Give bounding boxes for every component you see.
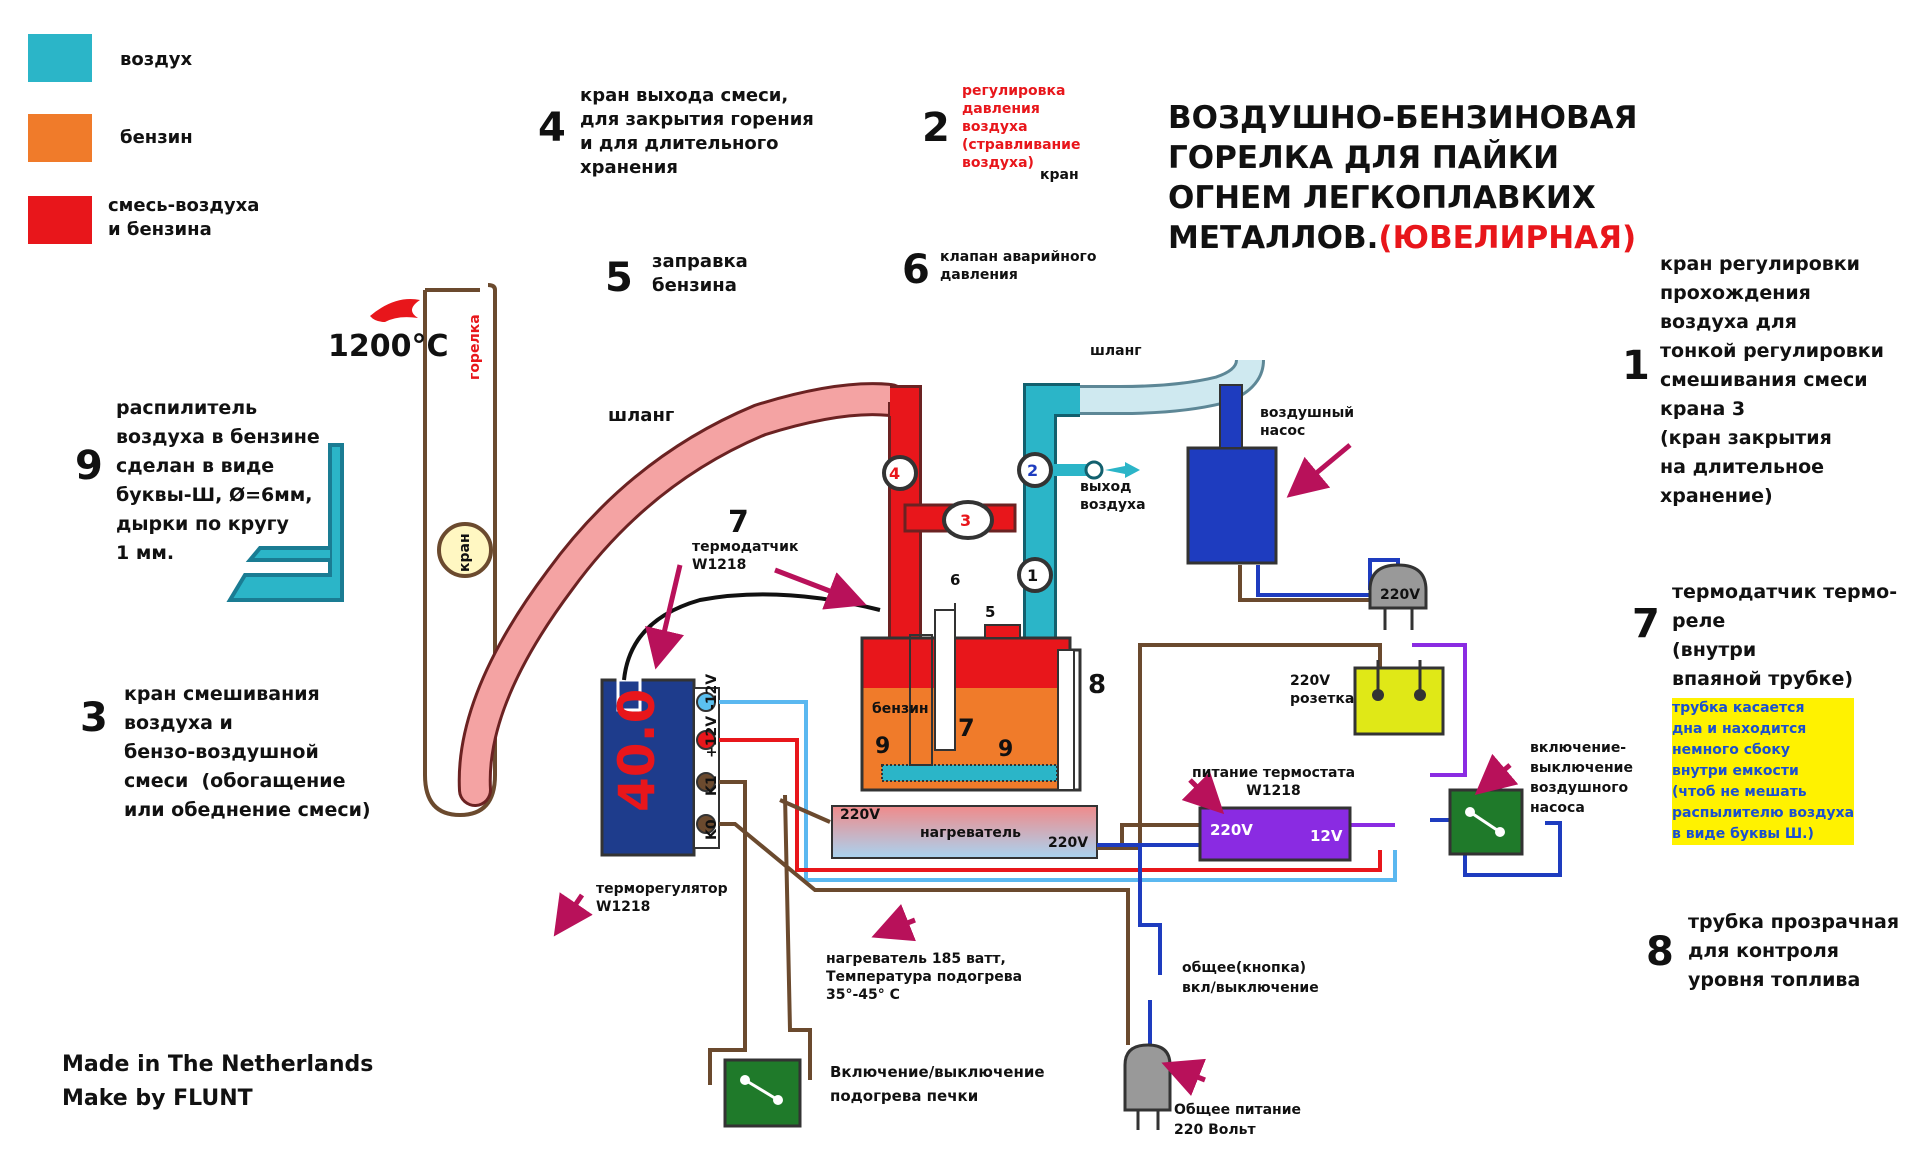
common-button-label: общее(кнопка) вкл/выключение: [1182, 960, 1319, 996]
note-2-tail: кран: [1040, 167, 1079, 183]
psu-220v: 220V: [1210, 821, 1253, 839]
credit-line-2: Make by FLUNT: [62, 1086, 253, 1111]
thermoregulator-label: терморегулятор W1218: [596, 881, 728, 915]
terminal-minus-12v: -12V: [704, 673, 720, 710]
tank-label-8: 8: [1088, 670, 1107, 700]
pointer-arrows: [553, 443, 1519, 1096]
temp-label: 1200°C: [328, 329, 449, 364]
title-line-3: ОГНЕМ ЛЕГКОПЛАВКИХ: [1168, 180, 1596, 216]
credit-line-1: Made in The Netherlands: [62, 1052, 374, 1077]
psu-label: питание термостата W1218: [1192, 765, 1356, 799]
page-title: ВОЗДУШНО-БЕНЗИНОВАЯ ГОРЕЛКА ДЛЯ ПАЙКИ ОГ…: [1168, 98, 1637, 258]
pump-switch-icon: [1448, 788, 1524, 856]
note-6-text: клапан аварийного давления: [940, 249, 1097, 283]
tank-label-7: 7: [958, 714, 975, 742]
terminal-k1: K1: [704, 775, 720, 796]
socket-label: 220V розетка: [1290, 673, 1355, 707]
terminal-plus-12v: +12V: [704, 715, 720, 758]
terminal-k0: K0: [704, 819, 720, 840]
valve-4-label: 4: [889, 464, 901, 483]
main-power-label: Общее питание 220 Вольт: [1174, 1102, 1302, 1138]
valve-1-label: 1: [1027, 566, 1039, 585]
sensor-number: 7: [728, 505, 749, 540]
tank-label-5: 5: [985, 603, 996, 621]
note-2-number: 2: [922, 105, 950, 151]
air-out-label: выход воздуха: [1080, 479, 1146, 513]
note-7-highlight: трубка касается дна и находится немного …: [1672, 698, 1855, 845]
burner-tube: [423, 283, 497, 818]
air-pump-label: воздушный насос: [1260, 405, 1355, 439]
hose-left-label: шланг: [608, 405, 675, 426]
valve-2-label: 2: [1027, 461, 1039, 480]
psu-box: [1198, 806, 1352, 862]
note-8-number: 8: [1646, 929, 1674, 975]
note-1-text: кран регулировки прохождения воздуха для…: [1660, 253, 1884, 507]
air-diffuser-shape: [226, 443, 344, 602]
note-7-text: термодатчик термо- реле (внутри впаяной …: [1672, 581, 1898, 690]
tank-label-9b: 9: [998, 737, 1014, 762]
psu-12v: 12V: [1310, 827, 1343, 845]
thermoregulator-body: [600, 678, 720, 857]
valve-3-label: 3: [960, 511, 972, 530]
valve-3: [942, 500, 994, 540]
oven-switch-icon: [723, 1058, 802, 1128]
title-line-1: ВОЗДУШНО-БЕНЗИНОВАЯ: [1168, 100, 1638, 136]
legend-swatch-air: [28, 34, 92, 82]
tank-label-6: 6: [950, 571, 961, 589]
note-7-number: 7: [1632, 601, 1660, 647]
plug-icon: [1368, 563, 1428, 630]
oven-switch-label: Включение/выключение подогрева печки: [830, 1063, 1045, 1105]
title-line-4-main: МЕТАЛЛОВ.: [1168, 220, 1379, 256]
valve-2: [1017, 452, 1053, 488]
note-2-text: регулировка давления воздуха (стравливан…: [962, 83, 1081, 171]
legend-swatch-petrol: [28, 114, 92, 162]
air-out-arrow-icon: [1105, 462, 1140, 478]
heater-label: нагреватель: [920, 825, 1021, 841]
note-3-number: 3: [80, 695, 108, 741]
legend-label-mixture: смесь-воздуха и бензина: [108, 195, 260, 240]
main-plug-icon: [1123, 1043, 1172, 1130]
note-9-number: 9: [75, 443, 103, 489]
sensor-label: термодатчик W1218: [692, 539, 799, 573]
pump-switch-label: включение- выключение воздушного насоса: [1530, 740, 1633, 816]
regulator-display: 40.0: [608, 688, 666, 812]
socket-icon: [1353, 660, 1445, 736]
note-5-text: заправка бензина: [652, 251, 748, 296]
note-9-text: распилитель воздуха в бензине сделан в в…: [116, 397, 320, 564]
legend-label-air: воздух: [120, 49, 193, 70]
title-line-4: МЕТАЛЛОВ.(ЮВЕЛИРНАЯ): [1168, 218, 1637, 258]
heater: [831, 805, 1098, 859]
note-3-text: кран смешивания воздуха и бензо-воздушно…: [124, 683, 371, 821]
note-4-text: кран выхода смеси, для закрытия горения …: [580, 85, 814, 178]
heater-info-label: нагреватель 185 ватт, Температура подогр…: [826, 951, 1023, 1003]
note-5-number: 5: [605, 255, 633, 301]
title-line-4-accent: (ЮВЕЛИРНАЯ): [1378, 220, 1637, 256]
legend-swatch-mixture: [28, 196, 92, 244]
burner-valve-label: кран: [457, 533, 473, 572]
tank-petrol-label: бензин: [872, 701, 929, 717]
air-pump: [1186, 384, 1278, 565]
tank-label-9a: 9: [875, 734, 891, 759]
fuel-tank: [860, 603, 1082, 792]
heater-220v-b: 220V: [1048, 835, 1089, 851]
valve-1: [1017, 557, 1053, 593]
note-6-number: 6: [902, 247, 930, 293]
valve-4: [882, 455, 918, 491]
heater-220v-a: 220V: [840, 807, 881, 823]
note-1-number: 1: [1622, 343, 1650, 389]
note-4-number: 4: [538, 105, 566, 151]
hose-top-label: шланг: [1090, 343, 1142, 359]
title-line-2: ГОРЕЛКА ДЛЯ ПАЙКИ: [1168, 140, 1560, 176]
burner-label: горелка: [467, 314, 483, 380]
legend-label-petrol: бензин: [120, 127, 193, 148]
plug-220v-label: 220V: [1380, 587, 1421, 603]
flame-icon: [370, 299, 420, 322]
note-8-text: трубка прозрачная для контроля уровня то…: [1688, 911, 1900, 991]
